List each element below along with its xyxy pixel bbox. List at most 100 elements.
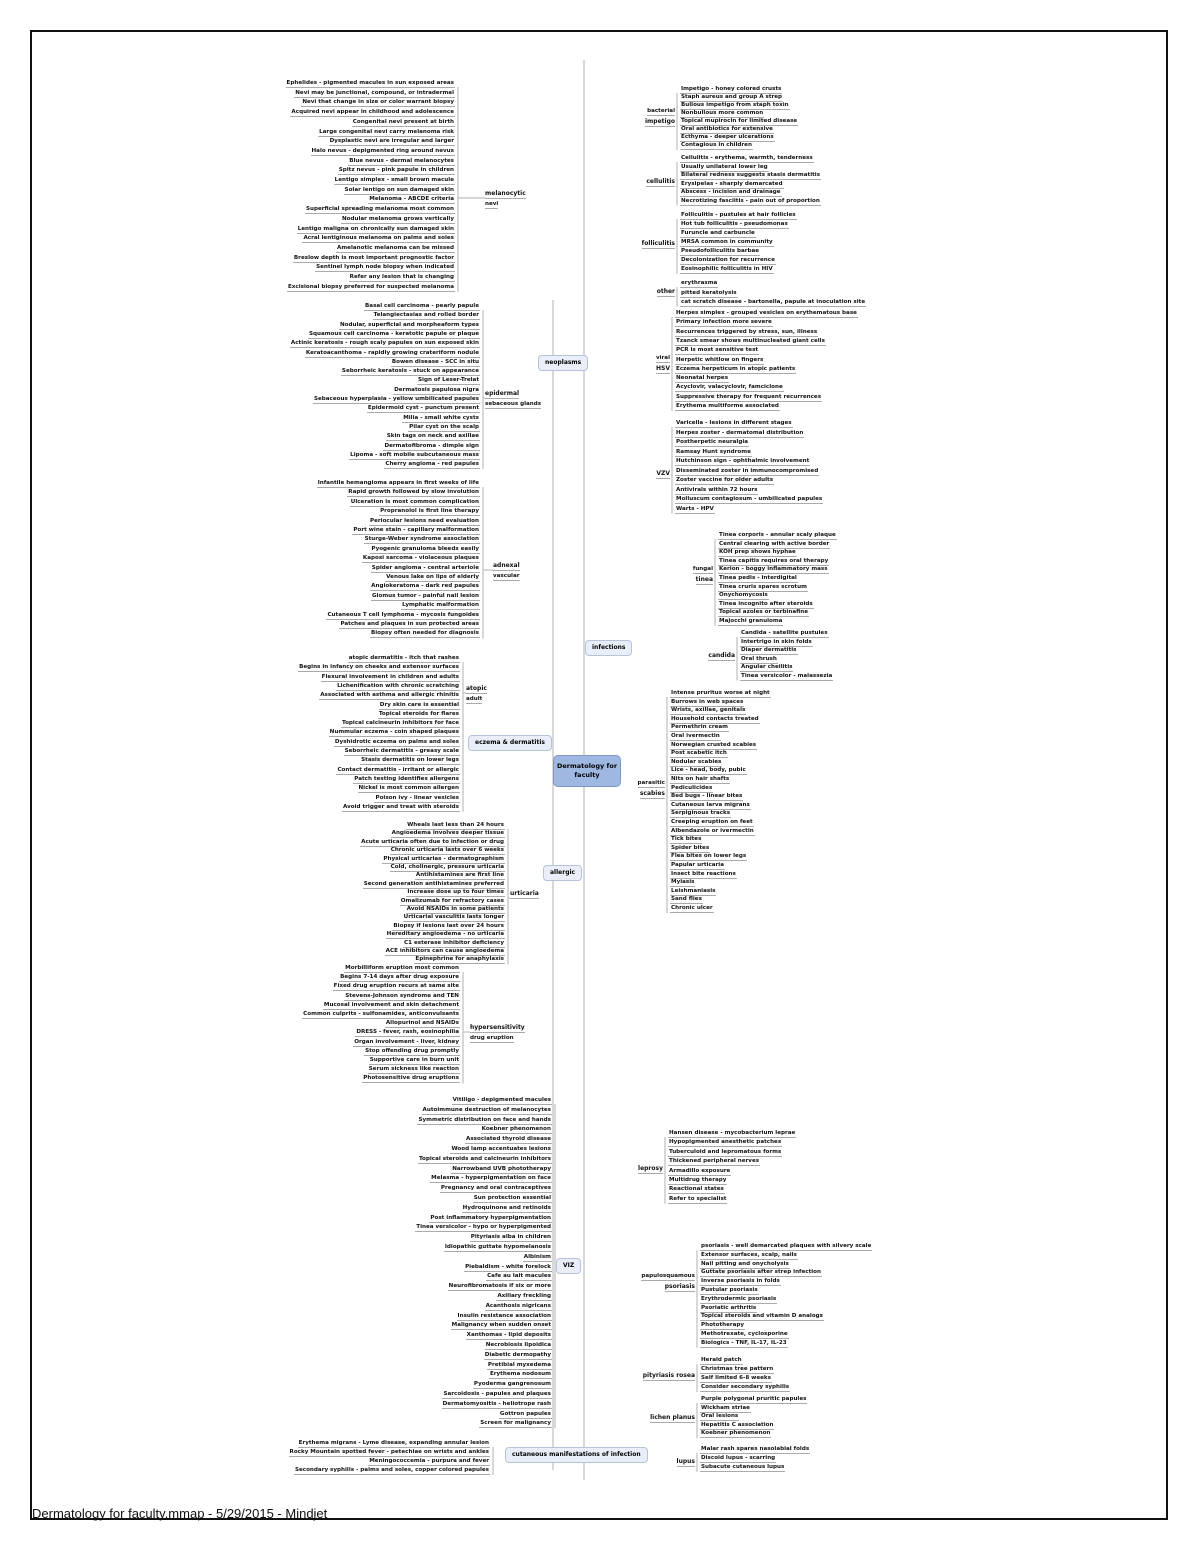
topic-node[interactable]: Recurrences triggered by stress, sun, il… [675, 328, 819, 337]
subtopic-label[interactable]: impetigo [644, 118, 675, 127]
topic-node[interactable]: Excisional biopsy preferred for suspecte… [286, 283, 455, 292]
topic-node[interactable]: Supportive care in burn unit [368, 1057, 460, 1065]
topic-node[interactable]: Ulceration is most common complication [349, 498, 480, 507]
topic-node[interactable]: Oral antibiotics for extensive [680, 126, 774, 134]
subtopic-label[interactable]: lichen planus [650, 1414, 695, 1423]
topic-node[interactable]: Nonbullous more common [680, 110, 765, 118]
category-label[interactable]: bacterial [647, 108, 675, 116]
topic-node[interactable]: Pseudofolliculitis barbae [680, 248, 761, 256]
topic-node[interactable]: Pyogenic granuloma bleeds easily [370, 545, 480, 554]
topic-node[interactable]: Ramsay Hunt syndrome [675, 448, 752, 457]
topic-node[interactable]: Candida - satellite pustules [740, 630, 829, 638]
topic-node[interactable]: Papular urticaria [670, 862, 725, 870]
topic-node[interactable]: Dermatomyositis - heliotrope rash [441, 1400, 552, 1409]
topic-node[interactable]: cat scratch disease - bartonella, papule… [680, 299, 867, 307]
branch-topic[interactable]: neoplasms [538, 355, 589, 371]
category-label[interactable]: nevi [485, 201, 499, 209]
topic-node[interactable]: atopic dermatitis - itch that rashes [347, 655, 460, 663]
topic-node[interactable]: Bullous impetigo from staph toxin [680, 102, 790, 110]
topic-node[interactable]: Organ involvement - liver, kidney [353, 1038, 460, 1047]
topic-node[interactable]: Cutaneous larva migrans [670, 801, 751, 810]
topic-node[interactable]: Stasis dermatitis on lower legs [360, 757, 460, 766]
topic-node[interactable]: Sign of Leser-Trelat [417, 377, 480, 386]
topic-node[interactable]: Urticarial vasculitis lasts longer [402, 914, 505, 923]
subtopic-label[interactable]: adnexal [493, 562, 520, 571]
topic-node[interactable]: Patch testing identifies allergens [353, 775, 460, 784]
topic-node[interactable]: Rocky Mountain spotted fever - petechiae… [288, 1449, 490, 1457]
topic-node[interactable]: Screen for malignancy [479, 1420, 552, 1429]
topic-node[interactable]: Refer any lesion that is changing [348, 274, 455, 282]
topic-node[interactable]: Angioedema involves deeper tissue [390, 830, 505, 839]
topic-node[interactable]: Neonatal herpes [675, 375, 730, 384]
topic-node[interactable]: Necrobiosis lipoidica [484, 1342, 552, 1350]
topic-node[interactable]: erythrasma [680, 280, 719, 288]
topic-node[interactable]: Serpiginous tracks [670, 810, 732, 819]
topic-node[interactable]: Methotrexate, cyclosporine [700, 1331, 789, 1339]
topic-node[interactable]: Bilateral redness suggests stasis dermat… [680, 172, 822, 180]
topic-node[interactable]: Associated thyroid disease [465, 1136, 552, 1145]
topic-node[interactable]: Physical urticarias - dermatographism [382, 855, 505, 864]
topic-node[interactable]: Sarcoidosis - papules and plaques [442, 1391, 552, 1399]
topic-node[interactable]: Venous lake on lips of elderly [385, 574, 480, 582]
topic-node[interactable]: Sentinel lymph node biopsy when indicate… [315, 264, 455, 273]
topic-node[interactable]: Secondary syphilis - palms and soles, co… [293, 1467, 490, 1475]
topic-node[interactable]: Armadillo exposure [668, 1167, 732, 1176]
topic-node[interactable]: Glomus tumor - painful nail lesion [370, 592, 480, 601]
topic-node[interactable]: Sand flies [670, 896, 703, 905]
topic-node[interactable]: Narrowband UVB phototherapy [451, 1165, 552, 1174]
topic-node[interactable]: Permethrin cream [670, 724, 730, 733]
topic-node[interactable]: Primary infection more severe [675, 319, 773, 328]
topic-node[interactable]: Herpetic whitlow on fingers [675, 356, 765, 365]
topic-node[interactable]: Hypopigmented anesthetic patches [668, 1139, 783, 1148]
subtopic-label[interactable]: hypersensitivity [470, 1024, 525, 1033]
topic-node[interactable]: Hansen disease - mycobacterium leprae [668, 1130, 797, 1138]
topic-node[interactable]: Nodular, superficial and morpheaform typ… [338, 321, 480, 330]
topic-node[interactable]: Flexural involvement in children and adu… [320, 673, 460, 682]
topic-node[interactable]: Angular cheilitis [740, 664, 794, 672]
topic-node[interactable]: Morbilliform eruption most common [344, 965, 460, 973]
topic-node[interactable]: Diabetic dermopathy [483, 1351, 552, 1360]
topic-node[interactable]: Milia - small white cysts [402, 414, 480, 423]
topic-node[interactable]: Second generation antihistamines preferr… [362, 880, 505, 889]
topic-node[interactable]: Epidermoid cyst - punctum present [366, 405, 480, 414]
topic-node[interactable]: Patches and plaques in sun protected are… [339, 621, 480, 629]
topic-node[interactable]: Omalizumab for refractory cases [399, 897, 505, 906]
topic-node[interactable]: Cellulitis - erythema, warmth, tendernes… [680, 155, 814, 163]
topic-node[interactable]: Tinea cruris spares scrotum [718, 583, 808, 592]
topic-node[interactable]: Discoid lupus - scarring [700, 1455, 777, 1463]
topic-node[interactable]: Rapid growth followed by slow involution [347, 489, 480, 498]
topic-node[interactable]: Topical steroids and vitamin D analogs [700, 1313, 825, 1322]
topic-node[interactable]: Chronic urticaria lasts over 6 weeks [389, 847, 505, 856]
category-label[interactable]: parasitic [637, 780, 665, 788]
topic-node[interactable]: Bed bugs - linear bites [670, 793, 744, 802]
topic-node[interactable]: Nodular melanoma grows vertically [340, 215, 455, 224]
topic-node[interactable]: Ephelides - pigmented macules in sun exp… [285, 80, 455, 88]
topic-node[interactable]: Tinea corporis - annular scaly plaque [718, 532, 837, 540]
topic-node[interactable]: Serum sickness like reaction [367, 1066, 460, 1075]
topic-node[interactable]: Pediculicides [670, 784, 714, 793]
topic-node[interactable]: Breslow depth is most important prognost… [292, 254, 455, 263]
topic-node[interactable]: Dermatosis papulosa nigra [393, 386, 480, 395]
topic-node[interactable]: Refer to specialist [668, 1195, 728, 1204]
topic-node[interactable]: Decolonization for recurrence [680, 257, 776, 265]
topic-node[interactable]: Sturge-Weber syndrome association [363, 536, 480, 545]
topic-node[interactable]: Tzanck smear shows multinucleated giant … [675, 337, 826, 346]
topic-node[interactable]: Pretibial myxedema [486, 1361, 552, 1370]
topic-node[interactable]: Reactional states [668, 1186, 725, 1195]
topic-node[interactable]: Ecthyma - deeper ulcerations [680, 134, 775, 142]
subtopic-label[interactable]: lupus [676, 1458, 695, 1467]
topic-node[interactable]: Halo nevus - depigmented ring around nev… [310, 147, 455, 156]
topic-node[interactable]: KOH prep shows hyphae [718, 549, 797, 558]
topic-node[interactable]: Solar lentigo on sun damaged skin [343, 186, 455, 195]
category-label[interactable]: fungal [692, 566, 713, 574]
topic-node[interactable]: Oral ivermectin [670, 733, 721, 741]
topic-node[interactable]: Furuncle and carbuncle [680, 230, 756, 238]
topic-node[interactable]: Nummular eczema - coin shaped plaques [328, 729, 460, 738]
topic-node[interactable]: Tuberculoid and lepromatous forms [668, 1148, 783, 1157]
branch-topic[interactable]: allergic [543, 865, 583, 881]
category-label[interactable]: vascular [493, 573, 520, 581]
subtopic-label[interactable]: cellulitis [646, 178, 675, 187]
topic-node[interactable]: Tinea versicolor - malassezia [740, 672, 834, 681]
topic-node[interactable]: Erysipelas - sharply demarcated [680, 180, 784, 189]
topic-node[interactable]: Allopurinol and NSAIDs [384, 1020, 460, 1029]
